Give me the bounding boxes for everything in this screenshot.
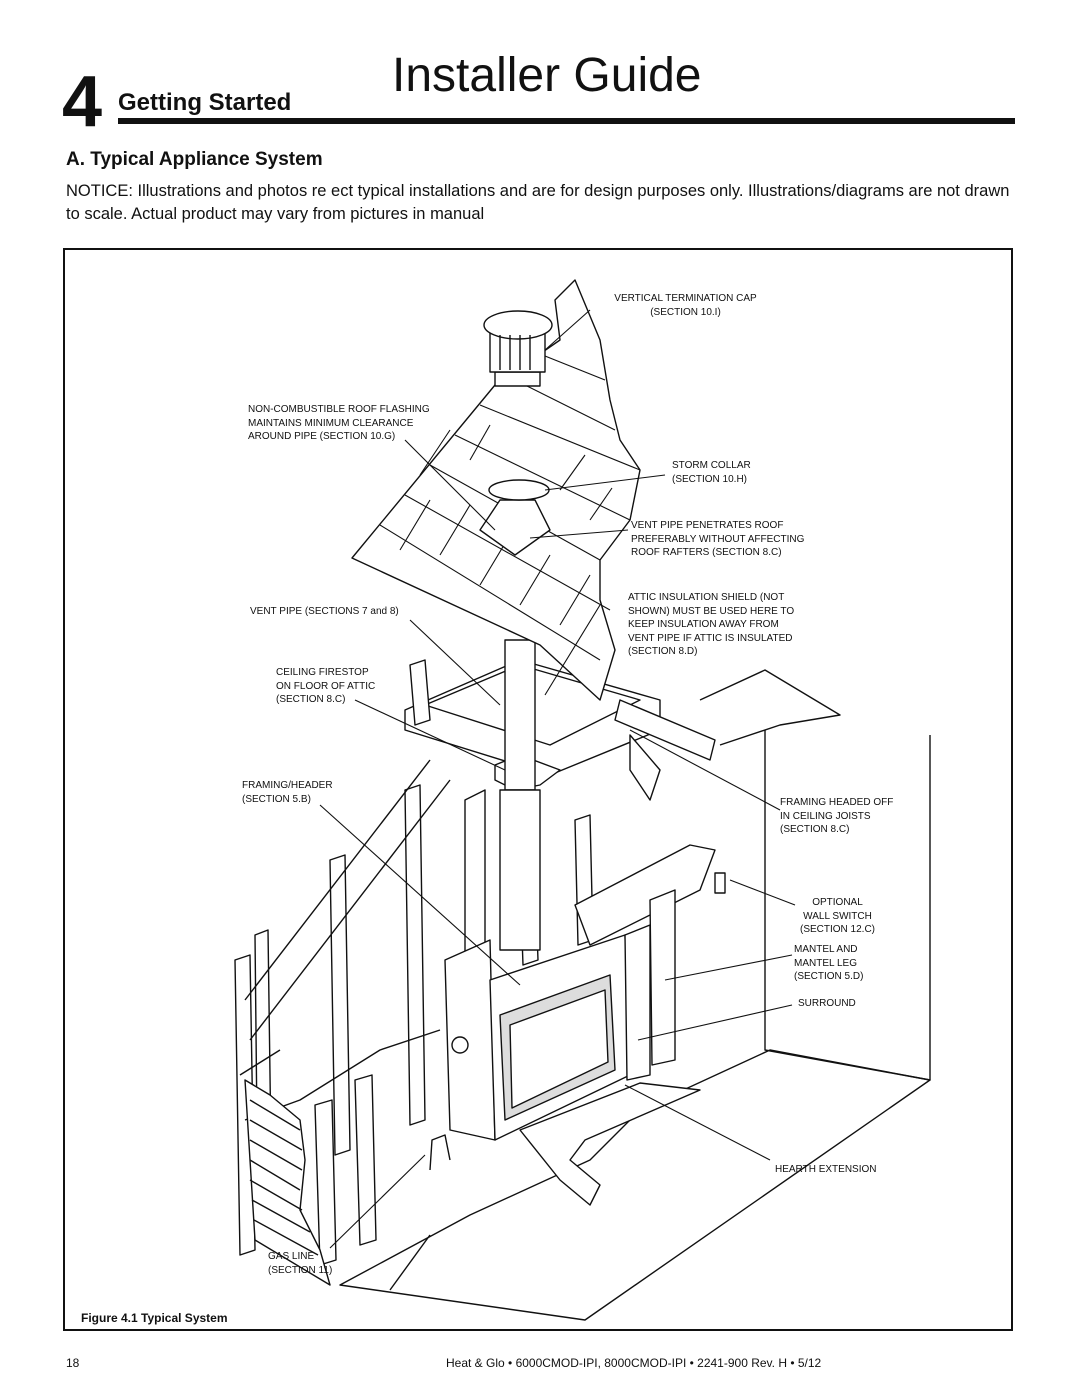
storm-collar <box>488 479 550 501</box>
label-mantel: MANTEL AND MANTEL LEG (SECTION 5.D) <box>794 944 864 982</box>
label-ceiling-firestop: CEILING FIRESTOP ON FLOOR OF ATTIC (SECT… <box>276 667 376 705</box>
footer-text: Heat & Glo • 6000CMOD-IPI, 8000CMOD-IPI … <box>446 1356 822 1370</box>
label-attic-insulation-shield: ATTIC INSULATION SHIELD (NOT SHOWN) MUST… <box>628 592 795 657</box>
label-gas-line: GAS LINE (SECTION 11) <box>268 1251 333 1276</box>
wall-switch-plate <box>714 872 726 894</box>
guide-title: Installer Guide <box>392 49 702 102</box>
hearth-extension <box>519 1082 701 1206</box>
floor-plane <box>339 1049 931 1321</box>
leader-lines <box>319 309 796 1249</box>
wall-planks <box>249 1099 319 1256</box>
gas-line-pipe <box>429 1134 451 1171</box>
label-surround: SURROUND <box>798 998 856 1009</box>
notice-text: NOTICE: Illustrations and photos re ect … <box>66 182 1010 223</box>
label-roof-flashing: NON-COMBUSTIBLE ROOF FLASHING MAINTAINS … <box>248 404 430 442</box>
fireplace-appliance <box>444 934 631 1141</box>
subsection-title: A. Typical Appliance System <box>66 149 323 170</box>
label-termination-cap: VERTICAL TERMINATION CAP (SECTION 10.I) <box>614 293 757 318</box>
label-framing-header: FRAMING/HEADER (SECTION 5.B) <box>242 780 333 805</box>
termination-cap <box>483 310 553 387</box>
label-vent-pipe: VENT PIPE (SECTIONS 7 and 8) <box>250 606 399 617</box>
mantel <box>574 844 716 1081</box>
label-hearth-extension: HEARTH EXTENSION <box>775 1164 877 1175</box>
section-title: Getting Started <box>118 89 292 116</box>
shingle-rows <box>379 349 641 661</box>
header-rule <box>118 118 1015 124</box>
wall-corner <box>764 730 931 1081</box>
label-vent-penetrates-roof: VENT PIPE PENETRATES ROOF PREFERABLY WIT… <box>631 520 805 558</box>
attic-framing <box>404 659 716 801</box>
chapter-number: 4 <box>62 62 103 142</box>
label-framing-ceiling-joists: FRAMING HEADED OFF IN CEILING JOISTS (SE… <box>780 797 894 835</box>
roof-flashing <box>479 499 551 556</box>
figure-frame <box>63 248 1013 1331</box>
label-wall-switch: OPTIONAL WALL SWITCH (SECTION 12.C) <box>799 897 875 935</box>
ceiling-section <box>699 669 841 746</box>
label-storm-collar: STORM COLLAR (SECTION 10.H) <box>672 460 751 485</box>
figure-caption: Figure 4.1 Typical System <box>81 1311 228 1325</box>
page-number: 18 <box>66 1356 80 1370</box>
